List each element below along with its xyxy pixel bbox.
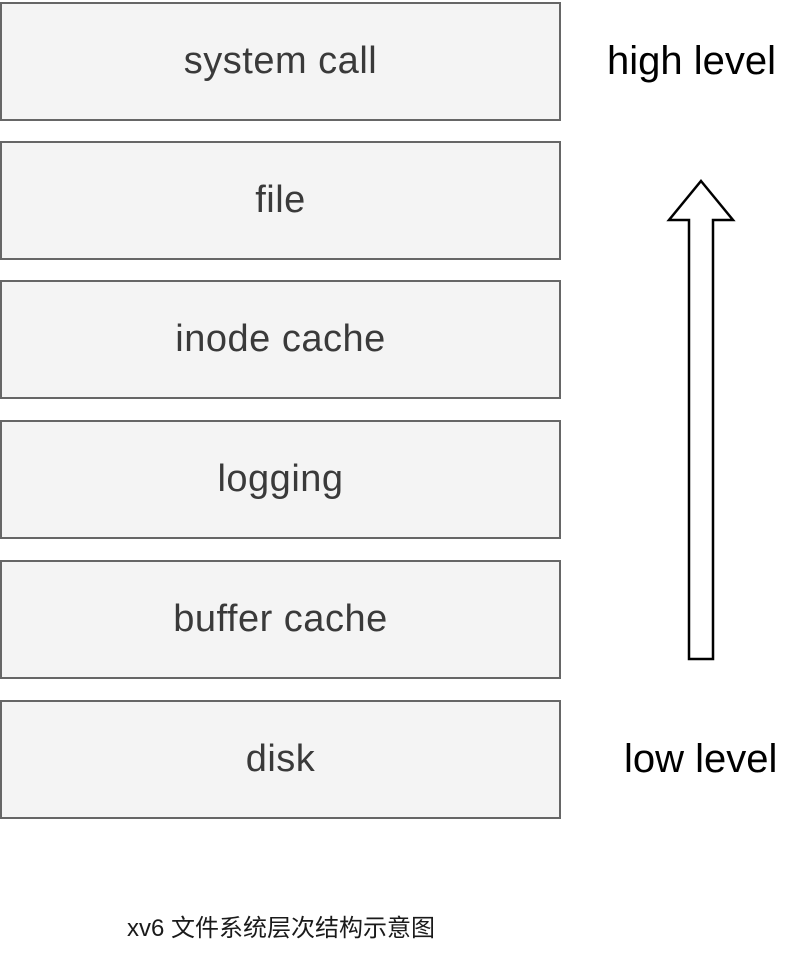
layer-label-system-call: system call xyxy=(183,40,378,82)
layer-label-file: file xyxy=(255,179,306,221)
layer-box-logging: logging xyxy=(0,420,561,539)
layer-box-system-call: system call xyxy=(0,2,561,121)
layer-box-disk: disk xyxy=(0,700,561,819)
high-level-label-text: high level xyxy=(607,39,777,83)
diagram-caption: xv6 文件系统层次结构示意图 xyxy=(127,915,436,942)
low-level-label-text: low level xyxy=(624,737,778,781)
layer-box-inode-cache: inode cache xyxy=(0,280,561,399)
layer-box-file: file xyxy=(0,141,561,260)
layer-label-logging: logging xyxy=(217,458,344,500)
layer-label-disk: disk xyxy=(245,738,316,780)
high-level-label: high level xyxy=(607,2,776,121)
low-level-label: low level xyxy=(624,700,777,819)
up-arrow-icon xyxy=(666,179,736,661)
layer-label-inode-cache: inode cache xyxy=(175,318,386,360)
layer-box-buffer-cache: buffer cache xyxy=(0,560,561,679)
layer-label-buffer-cache: buffer cache xyxy=(173,598,388,640)
